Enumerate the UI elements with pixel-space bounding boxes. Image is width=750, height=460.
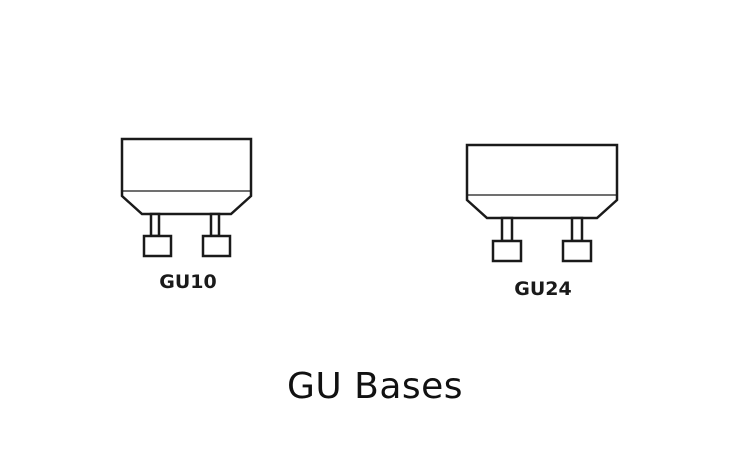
gu24-body [465, 143, 619, 220]
gu24-left-pin-foot [491, 239, 523, 263]
gu24-right-pin-stem [570, 216, 584, 243]
gu10-label: GU10 [159, 271, 217, 293]
gu10-left-pin-foot [142, 234, 173, 258]
gu24-label: GU24 [514, 278, 572, 300]
gu24-left-pin-stem [500, 216, 514, 243]
gu10-right-pin-foot [201, 234, 232, 258]
diagram-title: GU Bases [286, 366, 464, 407]
gu24-right-pin-foot [561, 239, 593, 263]
gu10-body [120, 137, 253, 216]
